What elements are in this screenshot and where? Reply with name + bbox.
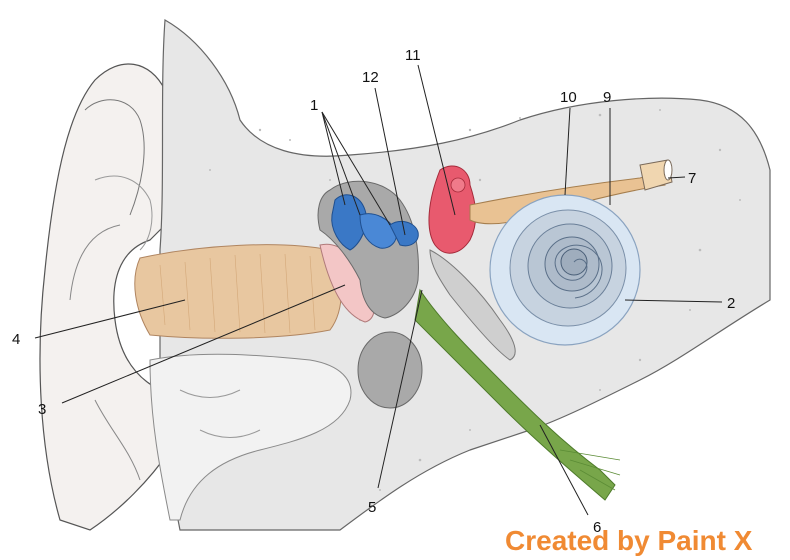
cochlea — [490, 195, 640, 345]
label-10: 10 — [560, 89, 577, 106]
label-5: 5 — [368, 499, 376, 516]
vestibule-detail — [451, 178, 465, 192]
eustachian-tube-opening — [358, 332, 422, 408]
watermark: Created by Paint X — [505, 525, 753, 556]
label-12: 12 — [362, 69, 379, 86]
label-2: 2 — [727, 295, 735, 312]
label-9: 9 — [603, 89, 611, 106]
label-4: 4 — [12, 331, 20, 348]
label-3: 3 — [38, 401, 46, 418]
label-11: 11 — [405, 47, 421, 64]
label-7: 7 — [688, 170, 696, 187]
nerve-stub-end — [664, 160, 672, 180]
label-1: 1 — [310, 97, 318, 114]
